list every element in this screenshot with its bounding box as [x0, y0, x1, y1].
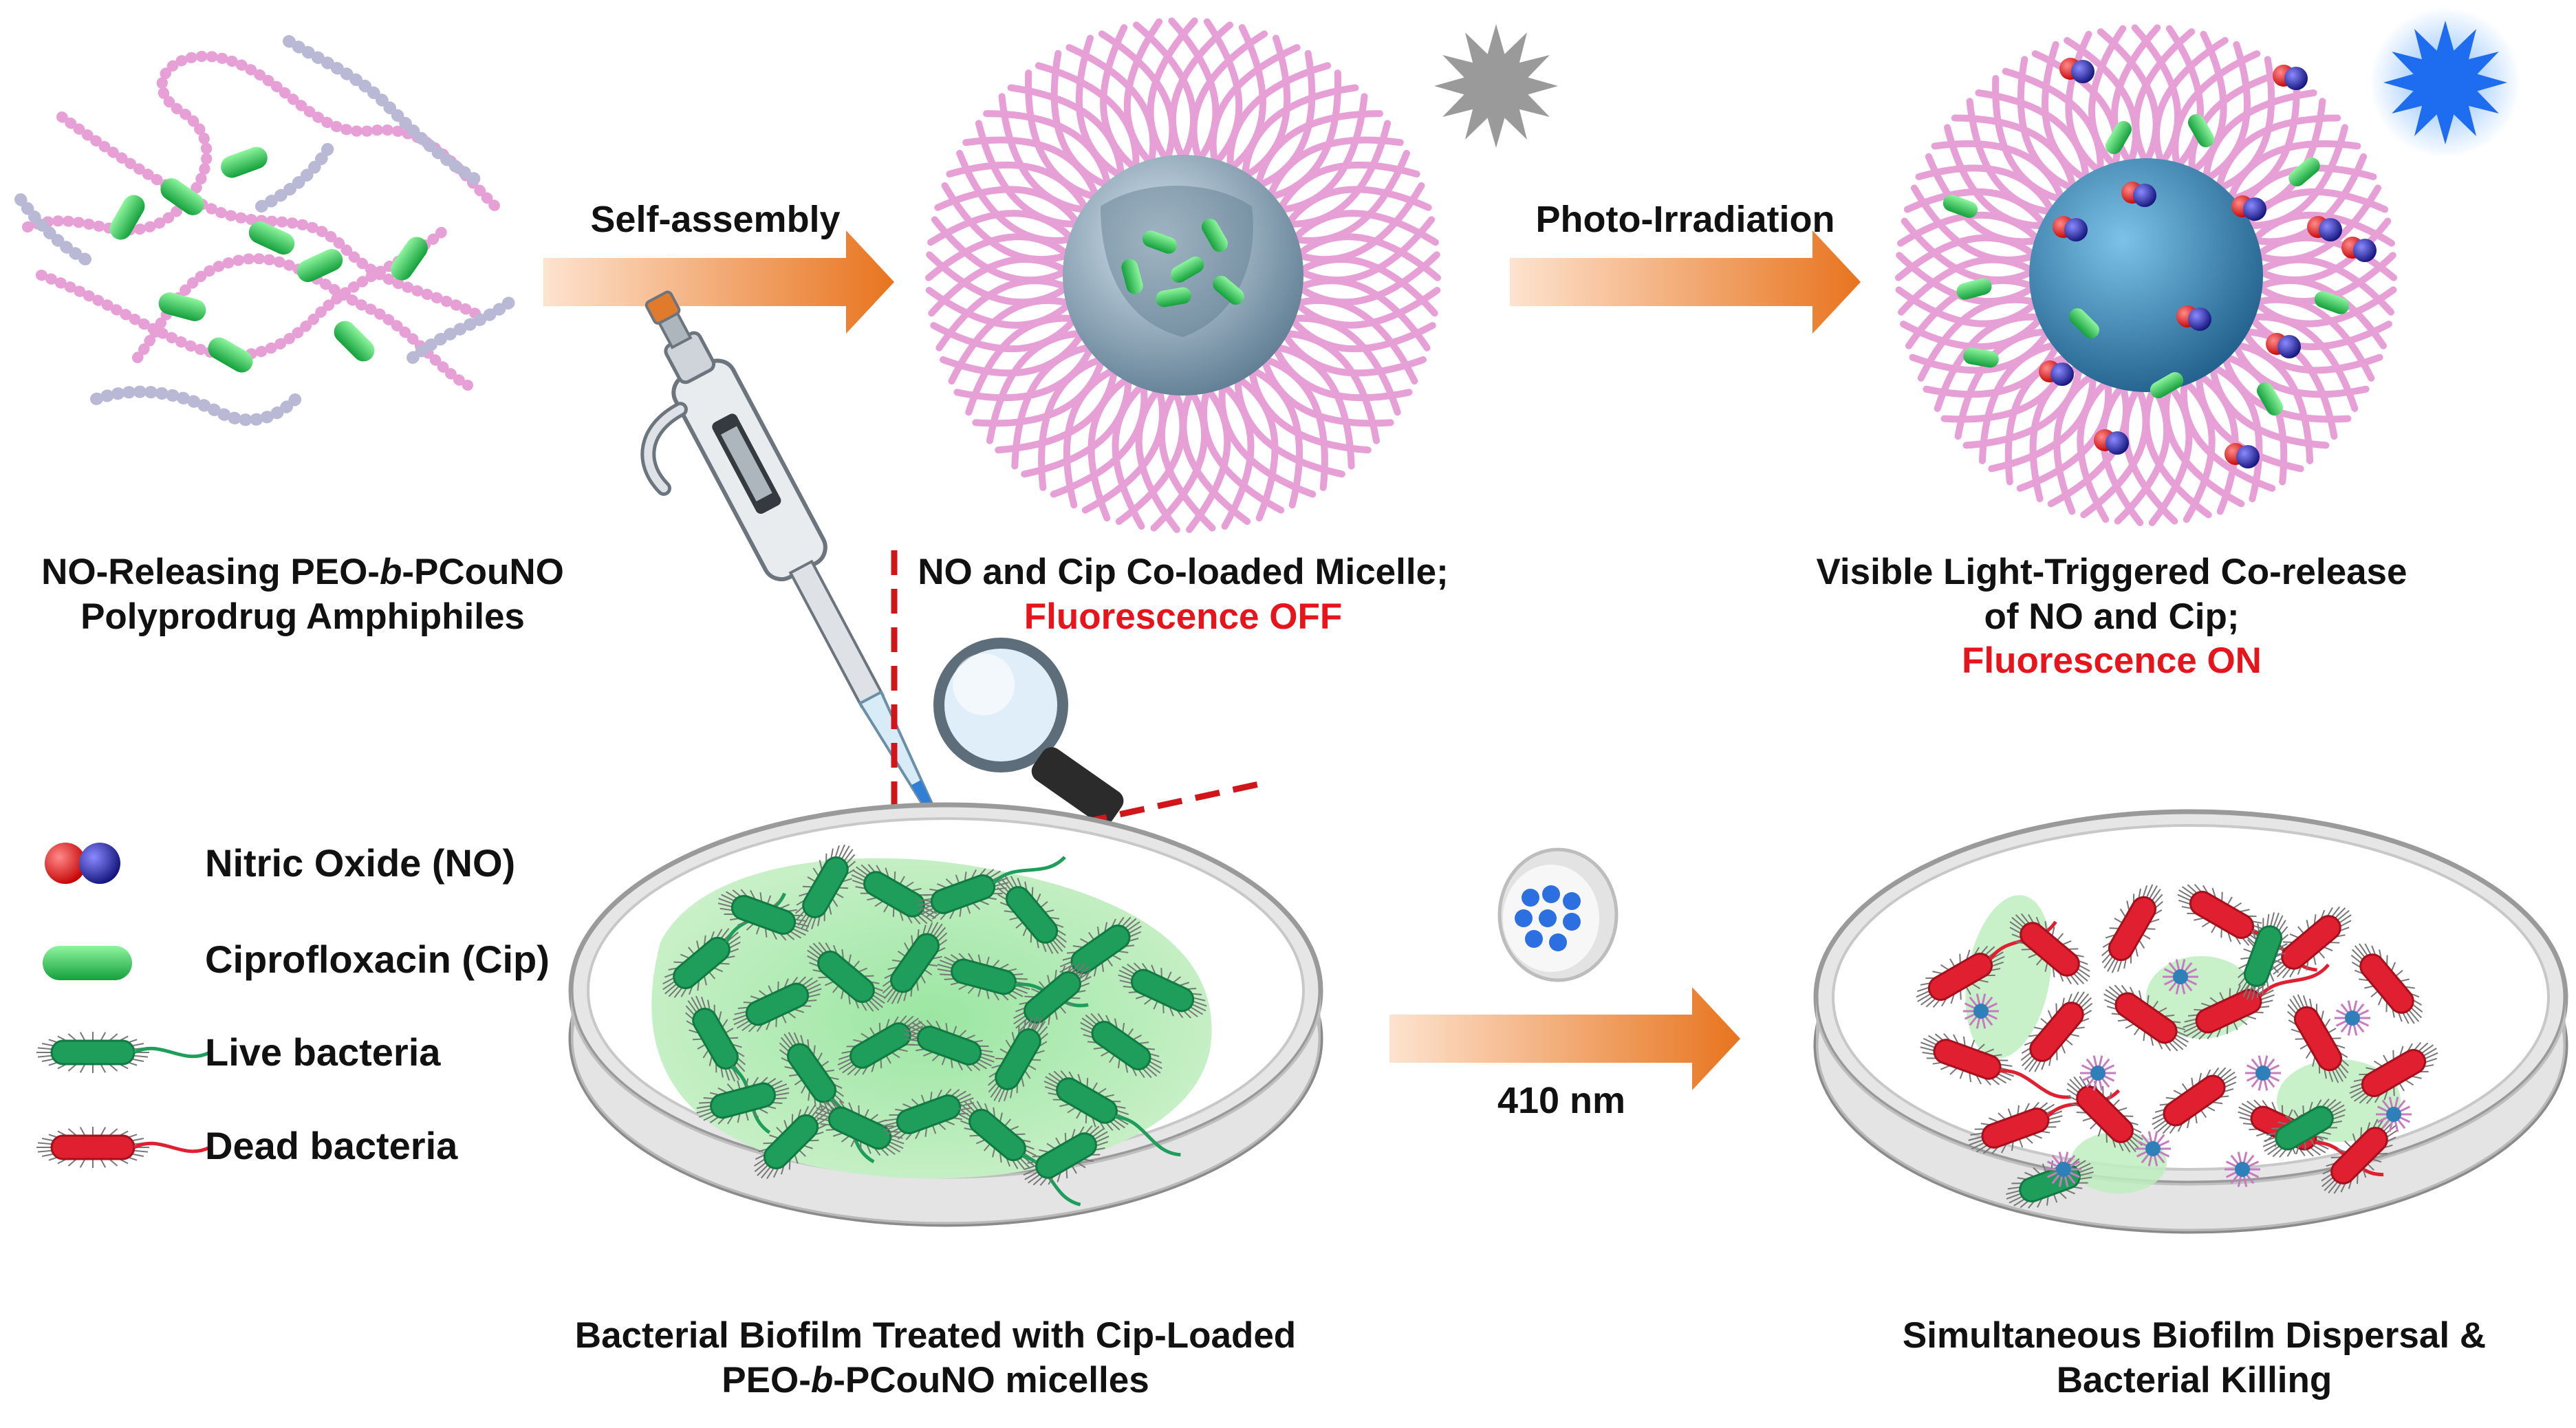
- legend-live-label: Live bacteria: [205, 1030, 441, 1074]
- petri-dish-live-biofilm: [568, 802, 1323, 1227]
- photo-irradiation-arrow: [1510, 230, 1861, 334]
- pipette-icon: [640, 290, 935, 811]
- micelle-on-illustration: [1895, 24, 2397, 526]
- led-light-icon: [1497, 847, 1619, 982]
- legend-cip-label: Ciprofloxacin (Cip): [205, 938, 550, 981]
- photo-irradiation-label: Photo-Irradiation: [1535, 199, 1835, 240]
- grey-star-icon: [1434, 24, 1558, 148]
- irradiation-arrow: [1389, 987, 1740, 1090]
- self-assembly-arrow: [543, 230, 894, 334]
- petri-dish-dead-bacteria: [1813, 809, 2568, 1234]
- legend-live-bacteria-icon: [36, 1032, 211, 1073]
- wavelength-label: 410 nm: [1497, 1080, 1626, 1121]
- micelle-off-illustration: [925, 17, 1441, 533]
- legend-cip-icon: [43, 946, 132, 980]
- blue-star-icon: [2370, 7, 2521, 158]
- biofilm-caption: Bacterial Biofilm Treated with Cip-Loade…: [574, 1315, 1297, 1400]
- polymer-chains-illustration: [14, 35, 515, 426]
- self-assembly-label: Self-assembly: [590, 199, 841, 240]
- micelle-caption: NO and Cip Co-loaded Micelle; Fluorescen…: [918, 552, 1449, 637]
- result-caption: Simultaneous Biofilm Dispersal & Bacteri…: [1902, 1315, 2487, 1400]
- release-caption: Visible Light-Triggered Co-release of NO…: [1816, 552, 2407, 682]
- legend-no-label: Nitric Oxide (NO): [205, 841, 516, 885]
- polymer-caption: NO-Releasing PEO-b-PCouNO Polyprodrug Am…: [41, 552, 564, 637]
- legend-dead-bacteria-icon: [36, 1127, 211, 1168]
- legend-no-icon: [45, 843, 120, 884]
- legend-dead-label: Dead bacteria: [205, 1124, 458, 1167]
- magnifier-icon: [933, 638, 1124, 825]
